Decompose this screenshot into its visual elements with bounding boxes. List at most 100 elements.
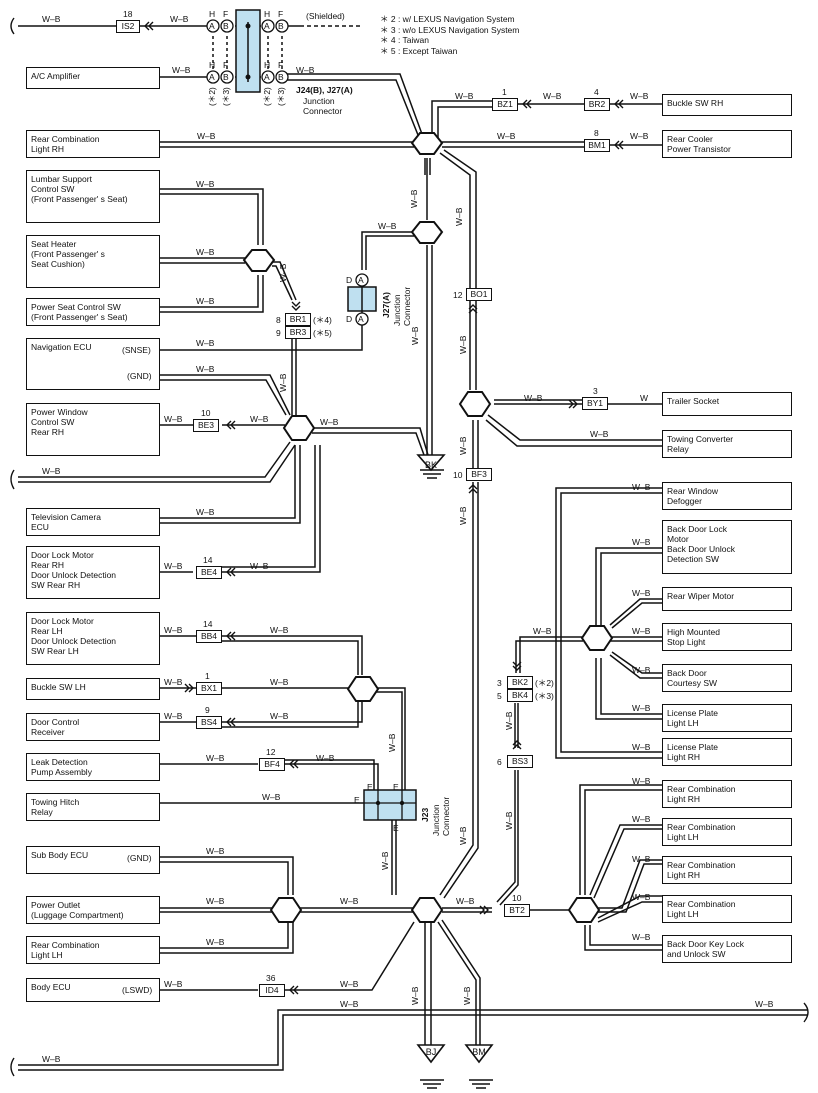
nav-ecu-name: Navigation ECU [31,342,92,352]
component-sub-body-ecu: Sub Body ECU [26,846,160,874]
j27-sublabel: Junction Connector [392,286,412,326]
tag-number: 3 [497,678,502,688]
wire-label: W–B [458,436,468,455]
tag-ID4: ID4 [259,984,285,997]
wire-w-label: W [640,393,649,403]
j24-sublabel: Junction Connector [303,96,343,116]
tag-number: 12 [266,747,276,757]
tag-IS2: IS2 [116,20,140,33]
tag-number: 8 [594,128,599,138]
component-back-door-lock: Back Door Lock Motor Back Door Unlock De… [662,520,792,574]
wire-label: W–B [533,626,552,636]
wire-label: W–B [196,364,215,374]
tag-BR1: BR1 [285,313,311,326]
tag-number: 14 [203,619,213,629]
component-power-seat-sw: Power Seat Control SW (Front Passenger' … [26,298,160,326]
component-ac-amplifier: A/C Amplifier [26,67,160,89]
j24-label: J24(B), J27(A) [296,85,353,95]
wire-label: W–B [196,296,215,306]
wire-label: W–B [42,1054,61,1064]
ground-BK: BK [424,460,437,470]
wire-label: W–B [42,466,61,476]
tag-number: 9 [276,328,281,338]
wire-label: W–B [630,131,649,141]
tag-BM1: BM1 [584,139,610,152]
pin-letter: A [264,21,270,31]
ground-BJ: BJ [425,1047,437,1057]
wire-label: W–B [206,937,225,947]
wire-label: W–B [409,189,419,208]
component-door-control-receiver: Door Control Receiver [26,713,160,741]
wire-label: W–B [196,247,215,257]
wire-label: W–B [387,733,397,752]
component-lumbar-support: Lumbar Support Control SW (Front Passeng… [26,170,160,223]
wire-label: W–B [278,373,288,392]
wire-label: W–B [632,776,651,786]
wire-label: W–B [270,625,289,635]
tag-number: 14 [203,555,213,565]
pin-label: F [278,60,284,70]
tag-BE3: BE3 [193,419,219,432]
wire-label: W–B [378,221,397,231]
component-rear-comb-lh-2: Rear Combination Light LH [662,895,792,923]
wire-label: W–B [632,814,651,824]
wire-label: W–B [456,896,475,906]
wire-label: W–B [524,393,543,403]
tag-number: 12 [453,290,463,300]
wire-label: W–B [458,335,468,354]
sub-body-gnd-terminal: (GND) [127,853,152,863]
wire-label: W–B [504,811,514,830]
tag-BF3: BF3 [466,468,492,481]
tag-BS4: BS4 [196,716,222,729]
wire-label: W–B [590,429,609,439]
wire-label: W–B [497,131,516,141]
pin-label: F [223,9,229,19]
tag-BR2: BR2 [584,98,610,111]
component-rear-window-defogger: Rear Window Defogger [662,482,792,510]
tag-BT2: BT2 [504,904,530,917]
pin-variant: (＊2) [262,87,272,106]
wire-label: W–B [42,14,61,24]
pin-letter: B [223,21,229,31]
wire-label: W–B [206,753,225,763]
wire-label: W–B [632,588,651,598]
component-rear-comb-lh-1: Rear Combination Light LH [662,818,792,846]
wire-label: W–B [632,537,651,547]
wire-label: W–B [270,677,289,687]
j23-sublabel: Junction Connector [431,796,451,836]
tag-number: 10 [453,470,463,480]
pin-letter: A [358,314,364,324]
tag-number: 3 [593,386,598,396]
wire-label: W–B [250,561,269,571]
tag-number: 18 [123,9,133,19]
wire-label: W–B [454,207,464,226]
wire-label: W–B [164,979,183,989]
component-high-mounted-stop: High Mounted Stop Light [662,623,792,651]
pin-label: H [264,60,271,70]
wire-label: W–B [206,846,225,856]
component-rear-combination-lh: Rear Combination Light LH [26,936,160,964]
component-navigation-ecu: Navigation ECU [26,338,160,390]
wire-label: W–B [196,338,215,348]
pin-letter: A [264,72,270,82]
wire-label: W–B [340,999,359,1009]
tag-BO1: BO1 [466,288,492,301]
tag-number: 10 [512,893,522,903]
wire-label: W–B [410,326,420,345]
sub-body-ecu-name: Sub Body ECU [31,850,89,860]
body-ecu-name: Body ECU [31,982,71,992]
component-trailer-socket: Trailer Socket [662,392,792,416]
wire-label: W–B [755,999,774,1009]
component-power-window-sw: Power Window Control SW Rear RH [26,403,160,456]
wire-label: W–B [250,414,269,424]
j23-label: J23 [420,807,430,822]
tag-BS3: BS3 [507,755,533,768]
pin-label: F [223,60,229,70]
wire-label: W–B [278,263,288,282]
wire-label: W–B [632,932,651,942]
pin-label: E [354,795,360,805]
component-rear-cooler: Rear Cooler Power Transistor [662,130,792,158]
wire-label: W–B [296,65,315,75]
wire-label: W–B [630,91,649,101]
